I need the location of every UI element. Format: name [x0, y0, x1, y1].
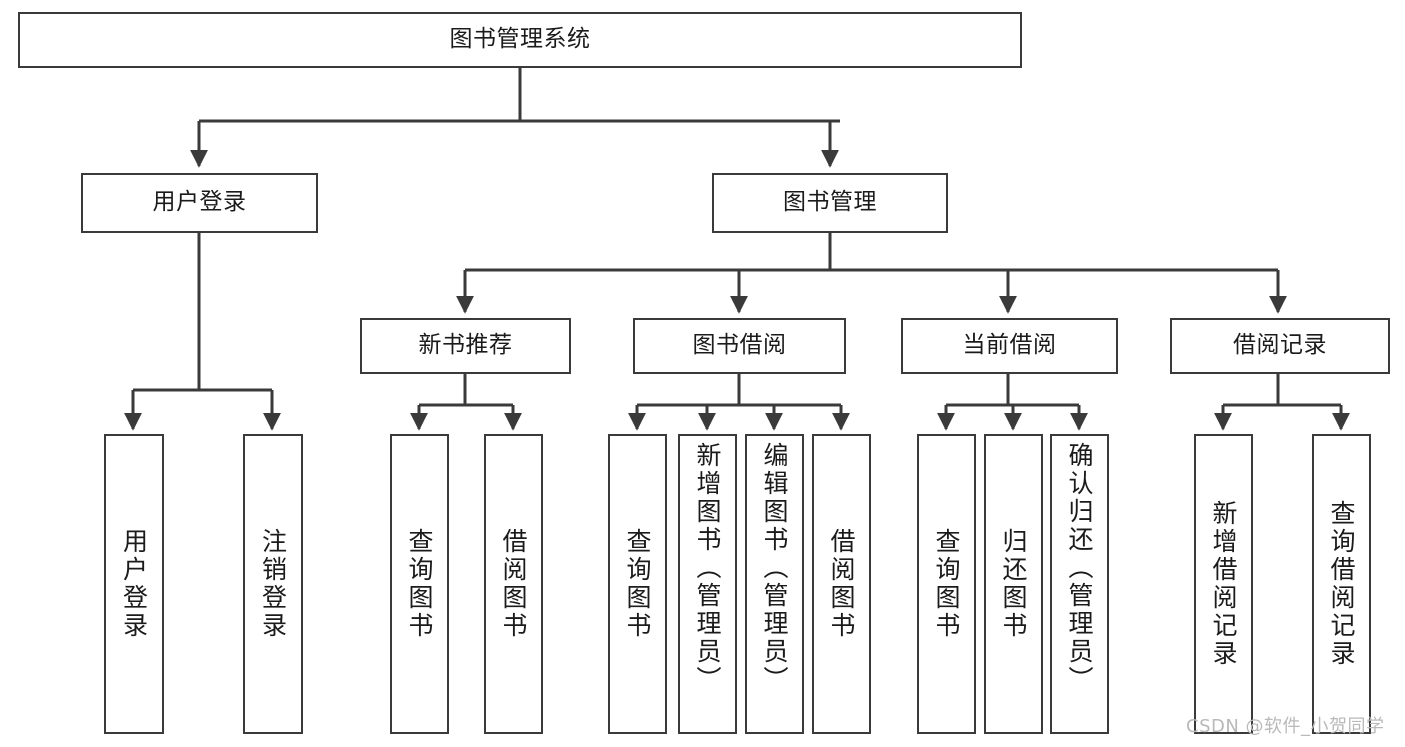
- leaf-borrow-book[interactable]: 借阅图书: [812, 434, 871, 734]
- leaf-logout[interactable]: 注销登录: [243, 434, 303, 734]
- leaf-query-borrow-record-label: 查询借阅记录: [1327, 500, 1356, 668]
- leaf-query-book-borrow[interactable]: 查询图书: [608, 434, 667, 734]
- node-new-book-recommend-label: 新书推荐: [418, 332, 513, 359]
- leaf-add-borrow-record[interactable]: 新增借阅记录: [1194, 434, 1253, 734]
- leaf-return-book-label: 归还图书: [999, 528, 1028, 640]
- node-book-borrow-label: 图书借阅: [692, 332, 787, 359]
- leaf-return-book[interactable]: 归还图书: [984, 434, 1043, 734]
- leaf-query-book-borrow-label: 查询图书: [623, 528, 652, 640]
- leaf-edit-book-admin[interactable]: 编辑图书（管理员）: [745, 434, 804, 734]
- leaf-borrow-book-recommend[interactable]: 借阅图书: [484, 434, 543, 734]
- leaf-confirm-return-admin[interactable]: 确认归还（管理员）: [1050, 434, 1109, 734]
- node-current-borrow-label: 当前借阅: [962, 332, 1057, 359]
- leaf-add-borrow-record-label: 新增借阅记录: [1209, 500, 1238, 668]
- node-book-borrow[interactable]: 图书借阅: [633, 318, 846, 374]
- node-new-book-recommend[interactable]: 新书推荐: [360, 318, 571, 374]
- csdn-watermark: CSDN @软件_小贺同学: [1186, 716, 1385, 737]
- leaf-confirm-return-admin-label: 确认归还（管理员）: [1065, 442, 1094, 694]
- node-current-borrow[interactable]: 当前借阅: [901, 318, 1118, 374]
- node-book-manage[interactable]: 图书管理: [712, 173, 948, 233]
- leaf-borrow-book-label: 借阅图书: [827, 528, 856, 640]
- leaf-add-book-admin[interactable]: 新增图书（管理员）: [678, 434, 737, 734]
- leaf-query-book-recommend[interactable]: 查询图书: [390, 434, 449, 734]
- leaf-query-book-recommend-label: 查询图书: [405, 528, 434, 640]
- leaf-edit-book-admin-label: 编辑图书（管理员）: [760, 442, 789, 694]
- node-user-login[interactable]: 用户登录: [81, 173, 318, 233]
- leaf-query-book-current-label: 查询图书: [932, 528, 961, 640]
- node-book-manage-label: 图书管理: [783, 189, 877, 216]
- node-borrow-record-label: 借阅记录: [1233, 332, 1327, 359]
- leaf-query-book-current[interactable]: 查询图书: [917, 434, 976, 734]
- leaf-borrow-book-recommend-label: 借阅图书: [499, 528, 528, 640]
- leaf-user-login[interactable]: 用户登录: [104, 434, 164, 734]
- leaf-user-login-label: 用户登录: [119, 528, 149, 640]
- node-root[interactable]: 图书管理系统: [18, 12, 1022, 68]
- leaf-query-borrow-record[interactable]: 查询借阅记录: [1312, 434, 1371, 734]
- node-root-label: 图书管理系统: [449, 26, 591, 53]
- leaf-logout-label: 注销登录: [258, 528, 288, 640]
- node-borrow-record[interactable]: 借阅记录: [1170, 318, 1390, 374]
- node-user-login-label: 用户登录: [152, 189, 247, 216]
- leaf-add-book-admin-label: 新增图书（管理员）: [693, 442, 722, 694]
